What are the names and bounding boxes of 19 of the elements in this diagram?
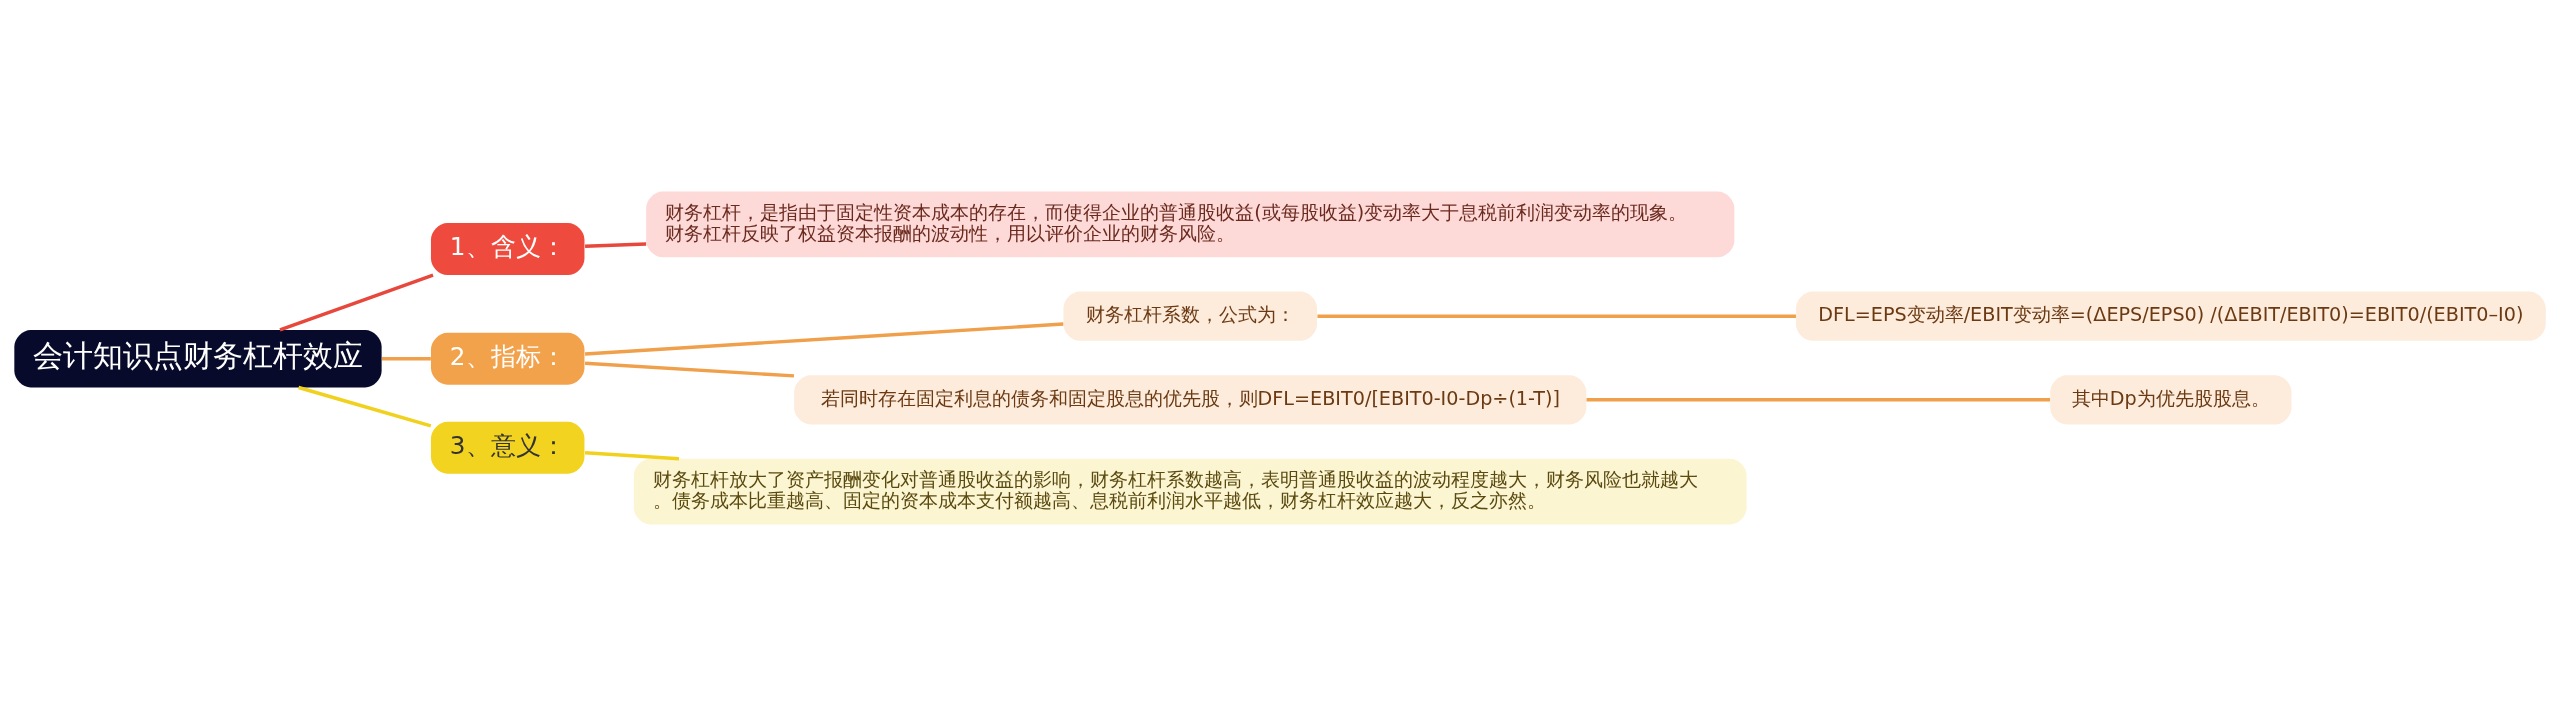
connector <box>381 356 431 360</box>
node-box: 1、含义： <box>430 222 585 275</box>
node-box: 财务杠杆放大了资产报酬变化对普通股收益的影响，财务杠杆系数越高，表明普通股收益的波动程度越大，财务风险也就越大。债务成本比重越高、固定的资本成本支付额越高、息税前利润水平越低，财务杠杆效应越大，反之亦然。 <box>633 458 1747 524</box>
node-box: 2、指标： <box>430 332 585 385</box>
connector <box>279 273 434 331</box>
node-box: 财务杠杆，是指由于固定性资本成本的存在，而使得企业的普通股收益(或每股收益)变动率大于息税前利润变动率的现象。财务杠杆反映了权益资本报酬的波动性，用以评价企业的财务风险。 <box>646 191 1735 257</box>
connector <box>584 321 1064 356</box>
connector <box>298 385 432 427</box>
node-box: 3、意义： <box>430 421 585 474</box>
connector <box>585 241 647 248</box>
node-box: 其中Dp为优先股股息。 <box>2050 374 2292 424</box>
connector <box>584 361 795 378</box>
connector <box>584 450 680 460</box>
connector <box>1317 314 1796 318</box>
node-box: 财务杠杆系数，公式为： <box>1063 291 1317 341</box>
node-box: DFL=EPS变动率/EBIT变动率=(ΔEPS/EPS0) /(ΔEBIT/EBIT0)=EBIT0/(EBIT0–I0) <box>1796 291 2546 341</box>
node-box: 会计知识点财务杠杆效应 <box>14 329 382 387</box>
node-box: 若同时存在固定利息的债务和固定股息的优先股，则DFL=EBIT0/[EBIT0-I0-Dp÷(1-T)] <box>794 374 1587 424</box>
connector <box>1586 397 2051 401</box>
